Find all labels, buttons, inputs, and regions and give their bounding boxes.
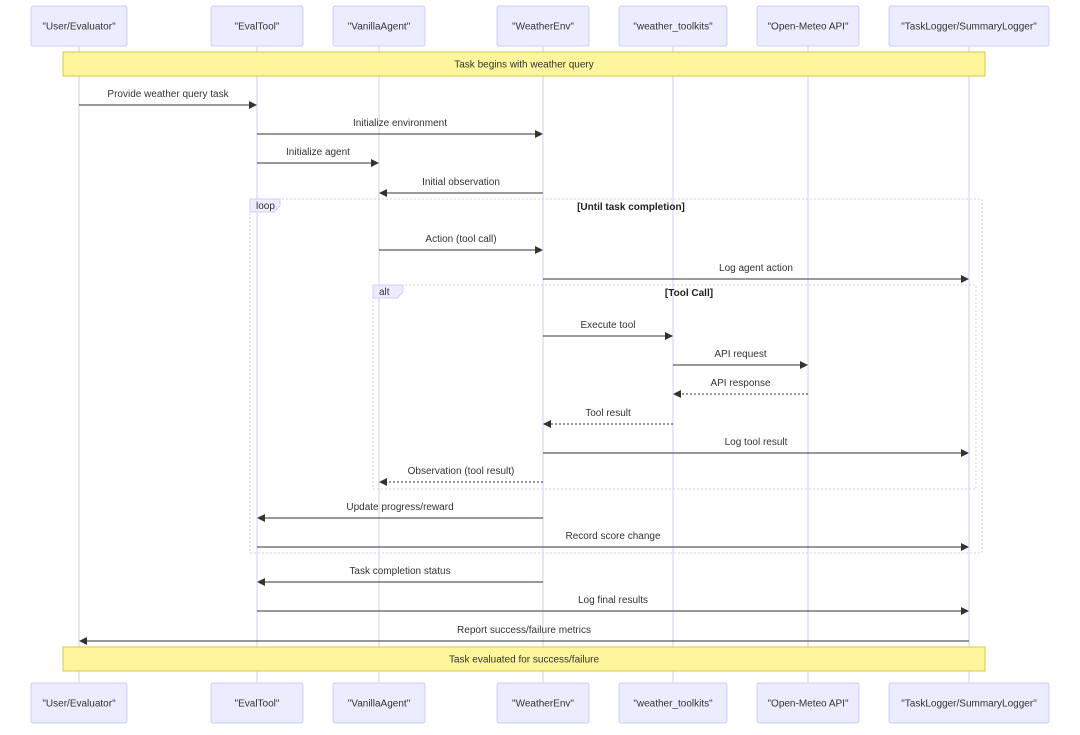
- actor-logger-top: "TaskLogger/SummaryLogger": [888, 5, 1050, 47]
- actor-label: "TaskLogger/SummaryLogger": [901, 699, 1037, 710]
- message-label: API request: [714, 349, 766, 360]
- message-11: Log tool result: [543, 437, 969, 457]
- actor-user-bottom: "User/Evaluator": [30, 682, 128, 724]
- actor-label: "EvalTool": [235, 699, 280, 710]
- message-label: Execute tool: [580, 320, 635, 331]
- actor-box: [618, 5, 728, 47]
- message-10: Tool result: [543, 408, 673, 428]
- actor-box: [210, 682, 304, 724]
- note-box: [62, 51, 986, 77]
- actor-label: "TaskLogger/SummaryLogger": [901, 22, 1037, 33]
- actor-box: [888, 5, 1050, 47]
- note-start: Task begins with weather query: [62, 51, 986, 77]
- message-label: Provide weather query task: [107, 89, 229, 100]
- message-label: Initialize agent: [286, 147, 350, 158]
- frame-border: [372, 284, 977, 490]
- message-17: Report success/failure metrics: [79, 625, 969, 645]
- message-label: Initial observation: [422, 177, 500, 188]
- message-label: Log final results: [578, 595, 648, 606]
- message-label: Update progress/reward: [346, 502, 453, 513]
- frame-condition-label: [Tool Call]: [665, 288, 713, 299]
- message-13: Update progress/reward: [257, 502, 543, 522]
- actor-label: "Open-Meteo API": [767, 22, 848, 33]
- actor-label: "EvalTool": [235, 22, 280, 33]
- frame-alt: alt [Tool Call]: [372, 284, 977, 490]
- message-6: Log agent action: [543, 263, 969, 283]
- message-label: Initialize environment: [353, 118, 447, 129]
- message-16: Log final results: [257, 595, 969, 615]
- actor-box: [618, 682, 728, 724]
- note-box: [62, 646, 986, 672]
- actor-box: [30, 5, 128, 47]
- actor-label: "Open-Meteo API": [767, 699, 848, 710]
- note-label: Task evaluated for success/failure: [449, 655, 600, 666]
- actor-evaltool-top: "EvalTool": [210, 5, 304, 47]
- message-3: Initialize agent: [257, 147, 379, 167]
- actor-label: "weather_toolkits": [633, 22, 713, 33]
- message-7: Execute tool: [543, 320, 673, 340]
- message-5: Action (tool call): [379, 234, 543, 254]
- frame-loop: loop [Until task completion]: [249, 198, 983, 554]
- message-8: API request: [673, 349, 808, 369]
- note-label: Task begins with weather query: [454, 60, 594, 71]
- actor-agent-top: "VanillaAgent": [332, 5, 426, 47]
- message-9: API response: [673, 378, 808, 398]
- message-label: Action (tool call): [425, 234, 496, 245]
- frame-border: [249, 198, 983, 554]
- actor-box: [888, 682, 1050, 724]
- actor-env-top: "WeatherEnv": [496, 5, 590, 47]
- message-4: Initial observation: [379, 177, 543, 197]
- message-label: Report success/failure metrics: [457, 625, 591, 636]
- actor-toolkits-bottom: "weather_toolkits": [618, 682, 728, 724]
- frame-tab: [249, 198, 281, 213]
- message-15: Task completion status: [257, 566, 543, 586]
- message-label: Task completion status: [349, 566, 450, 577]
- actor-user-top: "User/Evaluator": [30, 5, 128, 47]
- actor-label: "WeatherEnv": [512, 22, 574, 33]
- actor-agent-bottom: "VanillaAgent": [332, 682, 426, 724]
- message-1: Provide weather query task: [79, 89, 257, 109]
- actor-box: [30, 682, 128, 724]
- actor-box: [332, 682, 426, 724]
- message-label: Observation (tool result): [408, 466, 515, 477]
- actor-box: [332, 5, 426, 47]
- message-12: Observation (tool result): [379, 466, 543, 486]
- message-label: Record score change: [565, 531, 660, 542]
- frame-kind-label: loop: [256, 201, 275, 212]
- message-label: Tool result: [585, 408, 631, 419]
- actor-evaltool-bottom: "EvalTool": [210, 682, 304, 724]
- actor-toolkits-top: "weather_toolkits": [618, 5, 728, 47]
- actor-label: "weather_toolkits": [633, 699, 713, 710]
- actor-label: "User/Evaluator": [42, 22, 116, 33]
- message-label: API response: [710, 378, 770, 389]
- actor-box: [210, 5, 304, 47]
- actor-box: [756, 682, 860, 724]
- actor-env-bottom: "WeatherEnv": [496, 682, 590, 724]
- actor-label: "User/Evaluator": [42, 699, 116, 710]
- actor-label: "VanillaAgent": [348, 699, 411, 710]
- actor-label: "WeatherEnv": [512, 699, 574, 710]
- actor-api-top: "Open-Meteo API": [756, 5, 860, 47]
- message-14: Record score change: [257, 531, 969, 551]
- frame-condition-label: [Until task completion]: [577, 202, 685, 213]
- message-label: Log tool result: [725, 437, 788, 448]
- actor-box: [496, 682, 590, 724]
- note-end: Task evaluated for success/failure: [62, 646, 986, 672]
- actor-box: [756, 5, 860, 47]
- actor-api-bottom: "Open-Meteo API": [756, 682, 860, 724]
- actor-logger-bottom: "TaskLogger/SummaryLogger": [888, 682, 1050, 724]
- actor-label: "VanillaAgent": [348, 22, 411, 33]
- actor-box: [496, 5, 590, 47]
- frame-tab: [372, 284, 404, 299]
- message-label: Log agent action: [719, 263, 793, 274]
- message-2: Initialize environment: [257, 118, 543, 138]
- frame-kind-label: alt: [379, 287, 390, 298]
